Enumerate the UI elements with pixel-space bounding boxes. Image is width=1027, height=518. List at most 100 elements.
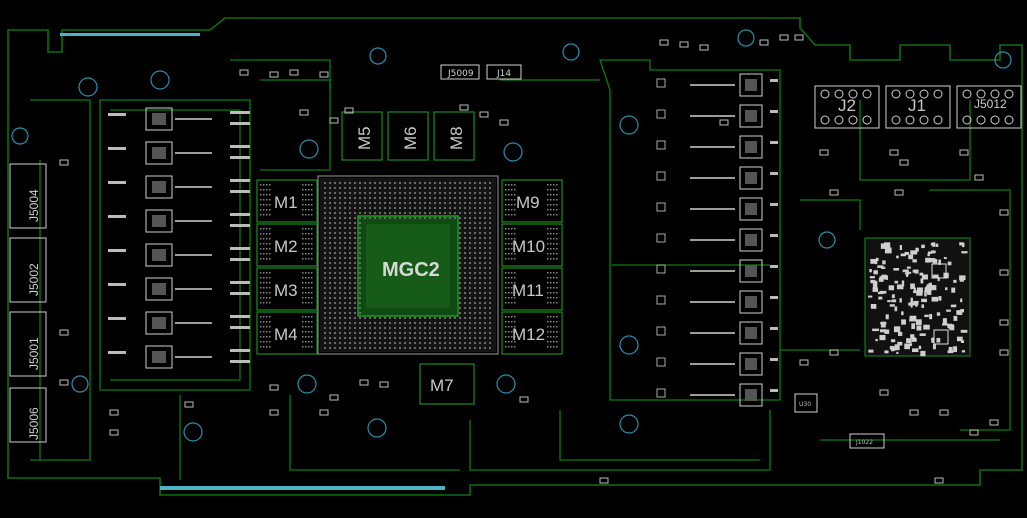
bga-ball — [334, 317, 336, 319]
memory-pad — [505, 184, 507, 186]
bga-ball — [459, 317, 461, 319]
small-part — [656, 326, 666, 336]
memory-pad — [547, 184, 549, 186]
bga-ball — [359, 317, 361, 319]
bga-ball — [354, 287, 356, 289]
memory-pad — [508, 189, 510, 191]
bga-ball — [474, 347, 476, 349]
bga-ball — [359, 202, 361, 204]
memory-pad — [550, 336, 552, 338]
bga-ball — [379, 182, 381, 184]
smd-part — [938, 259, 942, 265]
memory-pad — [263, 204, 265, 206]
memory-pad — [550, 287, 552, 289]
cap-pad — [230, 281, 250, 284]
bga-ball — [449, 217, 451, 219]
smd-part — [829, 189, 839, 196]
bga-ball — [409, 212, 411, 214]
bga-ball — [369, 192, 371, 194]
top-connector-j5009 — [440, 64, 480, 80]
memory-pad — [556, 326, 558, 328]
bga-ball — [384, 347, 386, 349]
bga-ball — [329, 192, 331, 194]
bga-ball — [479, 212, 481, 214]
memory-pad — [550, 243, 552, 245]
memory-pad — [302, 346, 304, 348]
memory-pad — [511, 302, 513, 304]
bga-ball — [344, 292, 346, 294]
bga-ball — [334, 337, 336, 339]
bga-ball — [394, 187, 396, 189]
memory-pad — [260, 326, 262, 328]
bga-ball — [474, 252, 476, 254]
bga-ball — [474, 287, 476, 289]
bga-ball — [479, 202, 481, 204]
memory-pad — [505, 287, 507, 289]
memory-pad — [553, 228, 555, 230]
memory-pad — [508, 248, 510, 250]
memory-pad — [511, 238, 513, 240]
smd-part — [329, 394, 339, 401]
smd-part — [969, 429, 979, 436]
bga-ball — [404, 347, 406, 349]
memory-pad — [263, 189, 265, 191]
bga-ball — [349, 247, 351, 249]
memory-pad — [511, 321, 513, 323]
bga-ball — [339, 242, 341, 244]
bga-ball — [334, 272, 336, 274]
bga-ball — [474, 272, 476, 274]
bga-ball — [384, 337, 386, 339]
memory-pad — [308, 209, 310, 211]
inductor — [739, 104, 763, 128]
memory-pad — [263, 282, 265, 284]
memory-pad — [556, 272, 558, 274]
memory-label-m11: M11 — [512, 281, 544, 300]
smd-part — [912, 269, 919, 273]
smd-part — [921, 304, 925, 308]
smd-part — [925, 257, 931, 263]
bga-ball — [354, 217, 356, 219]
memory-pad — [311, 277, 313, 279]
cap-pad — [770, 110, 778, 113]
smd-part — [953, 315, 958, 321]
memory-pad — [550, 189, 552, 191]
memory-pad — [505, 238, 507, 240]
memory-pad — [511, 316, 513, 318]
memory-pad — [514, 272, 516, 274]
memory-pad — [505, 336, 507, 338]
left-connectors — [9, 163, 47, 443]
bga-ball — [324, 247, 326, 249]
bga-ball — [484, 317, 486, 319]
bga-ball — [439, 337, 441, 339]
memory-label-m3: M3 — [274, 281, 298, 300]
memory-pad — [550, 272, 552, 274]
bga-ball — [439, 317, 441, 319]
memory-pad — [553, 282, 555, 284]
mounting-holes — [11, 29, 1012, 442]
bga-ball — [479, 327, 481, 329]
bga-ball — [484, 297, 486, 299]
bga-ball — [474, 192, 476, 194]
memory-pad — [511, 336, 513, 338]
memory-pad — [308, 321, 310, 323]
bga-ball — [474, 247, 476, 249]
memory-pad — [308, 243, 310, 245]
header-pin — [962, 115, 972, 125]
bga-ball — [434, 217, 436, 219]
bga-ball — [459, 342, 461, 344]
bga-ball — [349, 232, 351, 234]
memory-pad — [508, 204, 510, 206]
memory-pad — [550, 238, 552, 240]
bga-ball — [459, 267, 461, 269]
bga-ball — [379, 342, 381, 344]
bga-ball — [329, 217, 331, 219]
cap-pad — [230, 224, 250, 227]
header-pin — [905, 89, 915, 99]
memory-pad — [302, 228, 304, 230]
bga-ball — [479, 187, 481, 189]
memory-pad — [556, 292, 558, 294]
bga-ball — [474, 262, 476, 264]
bga-ball — [324, 202, 326, 204]
bga-ball — [409, 202, 411, 204]
